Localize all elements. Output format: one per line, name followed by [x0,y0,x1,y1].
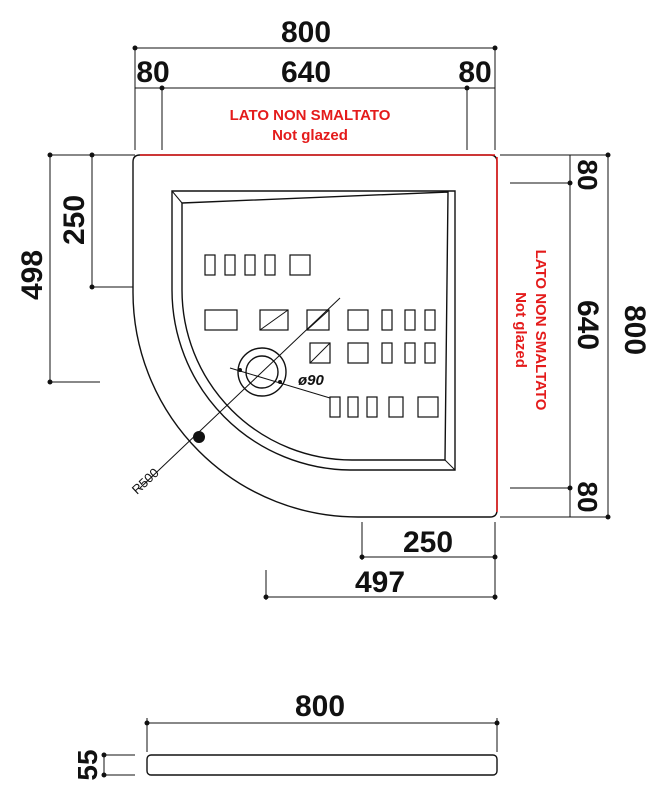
dim-tick [101,752,107,758]
dim-tick [263,594,269,600]
left-outer-label: 498 [16,250,49,300]
antislip-slot [404,342,416,364]
antislip-slot [347,396,359,418]
antislip-slot [381,309,393,331]
top-right-label: 80 [458,56,491,89]
right-dimensions: 800 80 640 80 LATO NON SMALTATO Not glaz… [500,152,651,520]
dim-tick [47,379,53,385]
radius-line [139,297,341,489]
top-unglazed-note-en: Not glazed [272,127,348,144]
basin-corner-line [171,190,183,204]
top-dimensions: 800 80 640 80 LATO NON SMALTATO Not glaz… [132,16,498,150]
right-unglazed-note-en: Not glazed [512,292,529,368]
dim-tick [132,45,138,51]
dim-tick [238,368,242,372]
slot-hatch [259,309,289,331]
antislip-slot [244,254,256,276]
dim-tick [359,554,365,560]
antislip-slot [329,396,341,418]
slot-hatch [309,342,331,364]
side-width-label: 800 [295,690,345,723]
dim-tick [492,45,498,51]
side-view: 800 55 [72,690,500,781]
bottom-outer-label: 497 [355,566,405,599]
dim-tick [159,85,165,91]
dim-tick [567,485,573,491]
top-total-label: 800 [281,16,331,49]
left-inner-label: 250 [58,195,91,245]
dim-tick [494,720,500,726]
dim-tick [567,180,573,186]
slot-hatch [306,309,330,331]
dim-tick [605,152,611,158]
bottom-inner-label: 250 [403,526,453,559]
dim-tick [492,554,498,560]
dim-tick [101,772,107,778]
antislip-square [289,254,311,276]
radius-point [193,431,205,443]
antislip-slot [388,396,404,418]
top-middle-label: 640 [281,56,331,89]
right-bottom-label: 80 [572,481,603,512]
antislip-square [347,342,369,364]
antislip-slot [204,254,216,276]
right-middle-label: 640 [571,300,604,350]
top-unglazed-note: LATO NON SMALTATO [230,107,391,124]
right-unglazed-note: LATO NON SMALTATO [532,250,549,411]
antislip-slot [424,309,436,331]
antislip-slot [366,396,378,418]
antislip-slot [404,309,416,331]
dim-tick [144,720,150,726]
dim-tick [89,152,95,158]
dim-tick [492,594,498,600]
top-left-label: 80 [136,56,169,89]
bottom-dimensions: 250 497 [263,522,498,600]
radius-label: R500 [129,465,162,497]
antislip-slot [264,254,276,276]
side-height-label: 55 [72,749,103,780]
antislip-slot [424,342,436,364]
antislip-square [417,396,439,418]
antislip-slot [224,254,236,276]
right-top-label: 80 [572,159,603,190]
dim-tick [278,380,282,384]
left-dimensions: 498 250 [16,152,135,385]
dim-tick [464,85,470,91]
side-profile [146,754,498,776]
antislip-slot [204,309,238,331]
right-total-label: 800 [618,305,651,355]
antislip-slot [381,342,393,364]
tray-plan-view: ø90 R500 [129,154,498,518]
dim-tick [89,284,95,290]
dim-tick [605,514,611,520]
dim-tick [47,152,53,158]
antislip-square [347,309,369,331]
drain-diameter-label: ø90 [298,372,325,389]
basin-corner-line [444,459,456,471]
